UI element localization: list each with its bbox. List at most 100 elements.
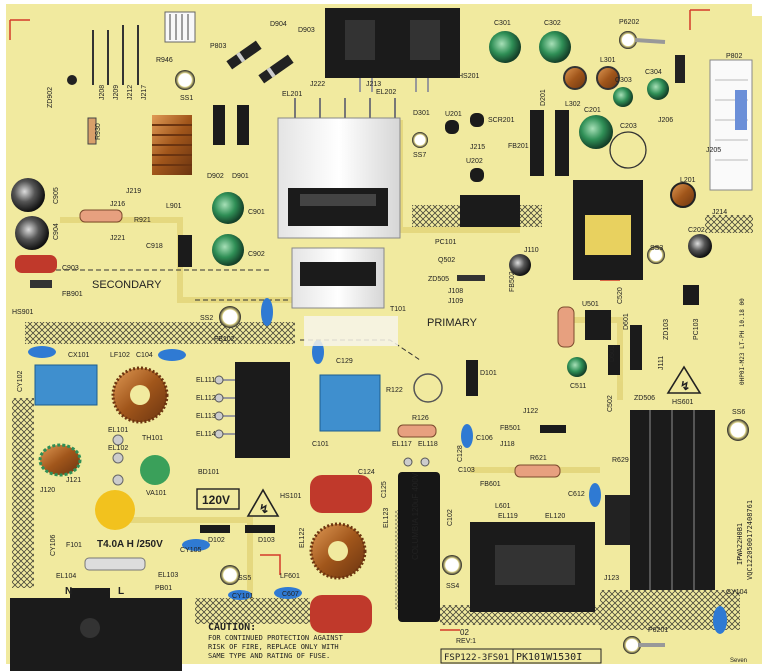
n-label: N: [65, 586, 72, 597]
ref-c203: C203: [620, 123, 637, 130]
cap-j110: [509, 254, 531, 276]
choke-el122: [309, 522, 367, 580]
ref-pb01: PB01: [155, 585, 172, 592]
ref-l302: L302: [565, 101, 581, 108]
ref-j120: J120: [40, 487, 55, 494]
diode-c103: [540, 425, 566, 433]
ref-el202: EL202: [376, 89, 396, 96]
resistor-zd505: [457, 275, 485, 281]
ref-u201: U201: [445, 111, 462, 118]
ref-va101: VA101: [146, 490, 167, 497]
ref-cy106: CY106: [50, 534, 57, 556]
ref-c125: C125: [381, 481, 388, 498]
ref-ss3: SS3: [650, 245, 663, 252]
xcap-cx101: [34, 364, 98, 406]
ref-c918: C918: [146, 243, 163, 250]
ref-ss4: SS4: [446, 583, 459, 590]
ref-j110: J110: [524, 247, 539, 254]
ref-el113: EL113: [196, 413, 216, 420]
ref-c902: C902: [248, 251, 265, 258]
cap-c904: [15, 216, 49, 250]
ref-d103: D103: [258, 537, 275, 544]
ref-r946: R946: [156, 57, 173, 64]
ref-j215: J215: [470, 144, 485, 151]
diode-d901: [237, 105, 249, 145]
ref-el123: EL123: [383, 508, 390, 528]
cap-c905: [11, 178, 45, 212]
ycap-c104: [158, 349, 186, 361]
ref-c903: C903: [62, 265, 79, 272]
caution-title: CAUTION:: [208, 622, 256, 633]
ref-el120: EL120: [545, 513, 565, 520]
mosfet-pc101: [460, 195, 520, 227]
ac-input-connector: [10, 588, 182, 671]
terminals-el101: [112, 434, 124, 486]
inductor-l301: [596, 66, 620, 90]
diode-c918: [178, 235, 192, 267]
heatsink-hs101: [235, 362, 290, 458]
filmcap-c123: [310, 595, 372, 633]
mount-p6201: [623, 636, 641, 654]
ref-c904: C904: [53, 223, 60, 240]
ref-c520: C520: [617, 287, 624, 304]
ref-c302: C302: [544, 20, 561, 27]
ycap-cy105: [182, 539, 210, 551]
ref-pc101: PC101: [435, 239, 457, 246]
screw-hole-ss3: [647, 246, 665, 264]
ref-j111: J111: [658, 356, 665, 370]
ref-c129: C129: [336, 358, 353, 365]
ref-c901: C901: [248, 209, 265, 216]
ref-c607: C607: [282, 591, 299, 598]
ref-zd103: ZD103: [663, 319, 670, 340]
recycle-logo: [413, 373, 443, 403]
ref-j222: J222: [310, 81, 325, 88]
ref-bd101: BD101: [198, 469, 220, 476]
ref-j208: J208: [99, 85, 106, 100]
ref-c304: C304: [645, 69, 662, 76]
ref-th101: TH101: [142, 435, 163, 442]
model-code-label: PK101W1530I: [516, 652, 582, 663]
cap-c302: [539, 31, 571, 63]
diode-d101: [466, 360, 478, 396]
ref-el103: EL103: [158, 572, 178, 579]
screw-hole-ss7: [412, 132, 428, 148]
board-code-label: FSP122-3FS01: [444, 653, 509, 663]
ref-zd505: ZD505: [428, 276, 449, 283]
cap-c903: [15, 255, 57, 273]
ref-r621: R621: [530, 455, 547, 462]
transistor-u202: [470, 168, 484, 182]
ref-zd506: ZD506: [634, 395, 655, 402]
ref-fb201: FB201: [508, 143, 529, 150]
screw-hole-ss2: [219, 306, 241, 328]
ycap-cy101: [228, 590, 252, 600]
ref-j108: J108: [448, 288, 463, 295]
ref-j121: J121: [66, 477, 81, 484]
diode-d902: [213, 105, 225, 145]
cap-c303: [613, 87, 633, 107]
diode-d201: [530, 110, 544, 176]
ref-p803: P803: [210, 43, 226, 50]
screw-hole-ss1: [175, 70, 195, 90]
diode-fb901: [30, 280, 52, 288]
ref-c106: C106: [476, 435, 493, 442]
caution-line-3: SAME TYPE AND RATING OF FUSE.: [208, 652, 330, 660]
ref-lf102: LF102: [110, 352, 130, 359]
ref-pc103: PC103: [693, 318, 700, 340]
ycap-c106: [461, 424, 473, 448]
ref-fb102: FB102: [214, 336, 235, 343]
ref-j205: J205: [706, 147, 721, 154]
screw-hole-ss5: [220, 565, 240, 585]
svg-text:↯: ↯: [680, 379, 690, 393]
ref-r921: R921: [134, 217, 151, 224]
ref-lf601: LF601: [280, 573, 300, 580]
ref-c511: C511: [570, 383, 586, 390]
ref-c102: C102: [447, 509, 454, 526]
bulk-capacitor-c102: [398, 472, 440, 622]
ref-j123: J123: [604, 575, 619, 582]
ref-d901: D901: [232, 173, 249, 180]
primary-label: PRIMARY: [427, 317, 478, 329]
varistor-va101: [95, 490, 135, 530]
ref-l301: L301: [600, 57, 616, 64]
ycap-cy103: [261, 298, 273, 326]
ref-c103: C103: [458, 467, 475, 474]
